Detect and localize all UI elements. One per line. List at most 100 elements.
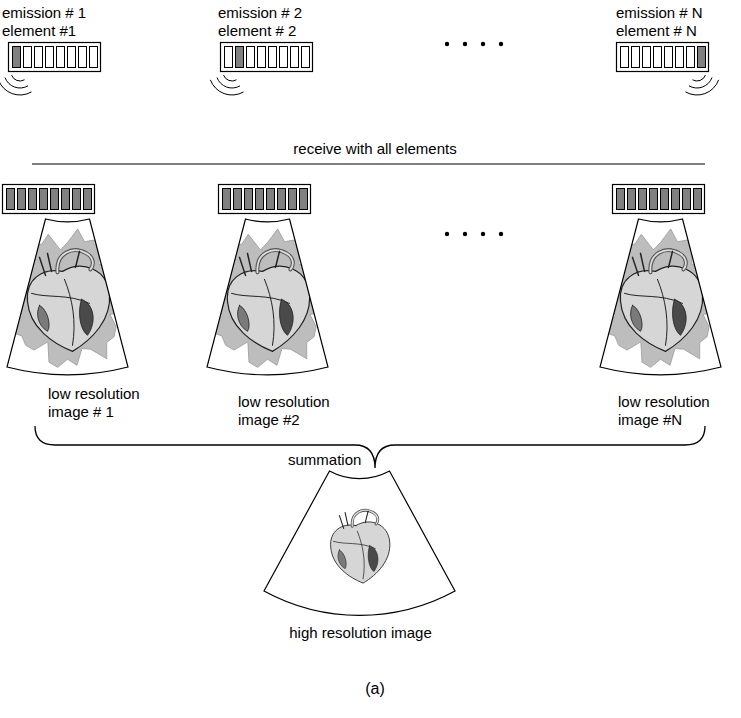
image-sector: low resolution image #2 [205, 216, 348, 429]
aortic-arch [57, 250, 93, 272]
ellipsis-dot [463, 42, 467, 46]
aortic-arch [650, 250, 686, 272]
vessel [633, 251, 673, 275]
heart-group [331, 510, 390, 583]
array-housing [9, 43, 101, 72]
aortic-arch-core [650, 250, 686, 272]
receive-array [3, 185, 95, 214]
array-element [79, 47, 87, 68]
array-element [698, 47, 706, 68]
operation-label: summation [288, 451, 361, 469]
sector-outline [600, 219, 721, 375]
emission-transducer: emission # 1element #1 [2, 4, 105, 76]
transducer-array [8, 42, 103, 76]
image-sector-outline [598, 216, 723, 377]
emission-label: emission # 2 [218, 4, 317, 22]
septum [357, 531, 364, 579]
tissue-blob [598, 229, 724, 367]
array-element [35, 47, 43, 68]
array-element [621, 47, 629, 68]
heart-illustration [205, 229, 331, 367]
wave-arc [689, 77, 712, 88]
array-element [665, 47, 673, 68]
septum [658, 279, 668, 345]
aortic-arch [352, 510, 378, 526]
tissue-blob [205, 229, 331, 367]
vessel [40, 251, 80, 275]
ventricle-shade [338, 550, 346, 569]
wave-arc [5, 77, 28, 88]
receive-array [613, 185, 705, 214]
array-element [654, 47, 662, 68]
image-label: high resolution image [262, 624, 459, 642]
wave-arc [0, 80, 32, 95]
ellipsis-dot [481, 42, 485, 46]
array-element [13, 47, 21, 68]
emission-label: element #1 [2, 22, 105, 40]
image-sector-outline [205, 216, 330, 377]
heart-body [227, 266, 309, 351]
receive-array [219, 185, 311, 214]
array-element [24, 47, 32, 68]
ventricle-shade [368, 546, 378, 572]
ellipsis-dot [481, 232, 485, 236]
ventricle-shade [80, 299, 94, 335]
heart-illustration [598, 229, 724, 367]
image-label: low resolution image # 1 [48, 385, 156, 421]
array-element [280, 47, 288, 68]
array-element [632, 47, 640, 68]
receive-label: receive with all elements [293, 140, 456, 158]
wave-arc [686, 80, 719, 95]
array-element [291, 47, 299, 68]
array-element [687, 47, 695, 68]
vessel [240, 251, 280, 275]
image-sector-outline [262, 468, 457, 618]
heart-illustration [331, 510, 390, 583]
array-element [68, 47, 76, 68]
tissue-blob [5, 229, 131, 367]
heart-illustration [5, 229, 131, 367]
array-element [225, 47, 233, 68]
heart-body [27, 266, 109, 351]
image-sector: low resolution image # 1 [5, 216, 158, 421]
emission-label: element # 2 [218, 22, 317, 40]
wave-arc [693, 75, 706, 81]
emission-label: emission # 1 [2, 4, 105, 22]
heart-group [5, 229, 131, 367]
array-housing [617, 43, 709, 72]
ventricle-shade [38, 305, 50, 331]
image-label: low resolution image #N [618, 393, 726, 429]
transducer-array [220, 42, 315, 76]
heart-body [331, 522, 390, 583]
sector-outline [264, 471, 455, 615]
vessel [339, 511, 368, 528]
septum [65, 279, 75, 345]
emission-transducer: emission # Nelement # N [616, 4, 713, 76]
ellipsis-dot [463, 232, 467, 236]
wave-arc [12, 75, 25, 81]
array-element [258, 47, 266, 68]
sector-outline [207, 219, 328, 375]
array-element [46, 47, 54, 68]
emission-label: emission # N [616, 4, 713, 22]
array-element [247, 47, 255, 68]
ellipsis-dots [445, 42, 503, 236]
aortic-arch-core [257, 250, 293, 272]
array-element [236, 47, 244, 68]
array-element [676, 47, 684, 68]
divider-line [32, 164, 705, 165]
array-element [90, 47, 98, 68]
image-sector: high resolution image [262, 468, 459, 642]
ventricle-shade [631, 305, 643, 331]
image-sector-outline [5, 216, 130, 377]
aortic-arch-core [352, 510, 378, 526]
septum [265, 279, 275, 345]
image-sector: low resolution image #N [598, 216, 728, 429]
ellipsis-dot [499, 232, 503, 236]
array-element [643, 47, 651, 68]
wave-arc [224, 75, 237, 81]
array-element [302, 47, 310, 68]
aortic-arch-core [57, 250, 93, 272]
array-element [57, 47, 65, 68]
image-label: low resolution image #2 [238, 393, 346, 429]
